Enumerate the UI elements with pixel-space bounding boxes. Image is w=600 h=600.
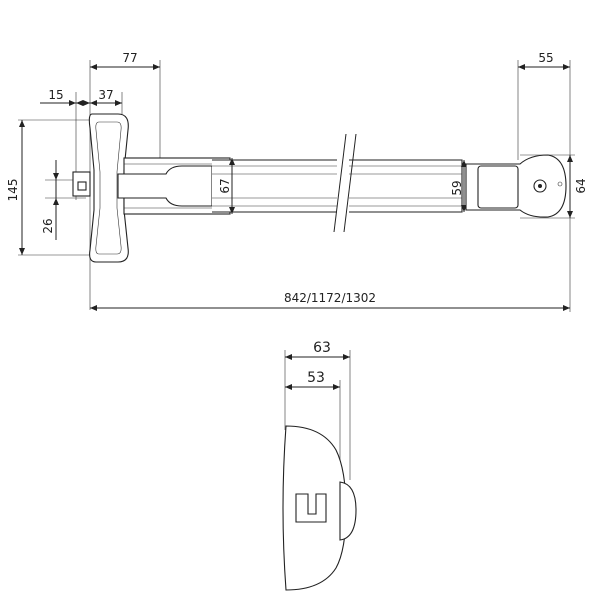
dimension-67-label: 67 <box>218 178 232 193</box>
bracket-slot <box>295 493 327 523</box>
key-cylinder-center <box>538 184 542 188</box>
dimension-77-label: 77 <box>122 51 137 65</box>
rosette-inner-edge <box>95 121 122 255</box>
break-mark-left <box>333 133 347 233</box>
dimension-overall-label: 842/1172/1302 <box>284 291 376 305</box>
dimension-59-label: 59 <box>450 180 464 195</box>
dimension-63-label: 63 <box>313 340 331 356</box>
latch-pushpad <box>477 165 519 209</box>
screw-hole <box>557 181 563 187</box>
dimension-15-label: 15 <box>48 88 63 102</box>
break-mark-right <box>343 133 357 233</box>
dimension-37-label: 37 <box>98 88 113 102</box>
dimension-55-label: 55 <box>538 51 553 65</box>
spindle-square <box>77 181 87 191</box>
dimension-53-label: 53 <box>307 370 325 386</box>
break-gap <box>337 140 349 230</box>
side-view: 63 53 <box>282 340 357 591</box>
dimension-145-label: 145 <box>6 179 20 202</box>
dimension-26-label: 26 <box>41 218 55 233</box>
side-bump <box>339 481 357 541</box>
side-housing <box>282 425 347 591</box>
top-view: 77 55 15 37 145 26 64 842/1172/1302 <box>6 51 588 312</box>
dimension-64-label: 64 <box>574 178 588 193</box>
